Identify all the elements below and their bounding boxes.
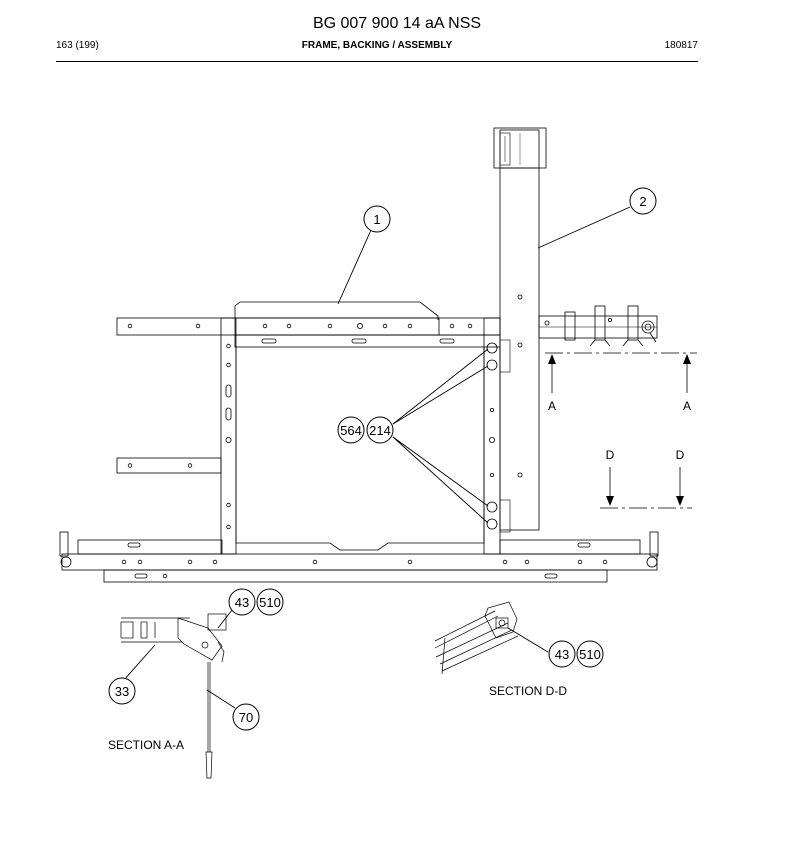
callout-2-label: 2 — [639, 194, 646, 209]
callout-510-b — [576, 640, 604, 668]
callout-1 — [363, 205, 391, 233]
callout-43-a-label: 43 — [235, 595, 249, 610]
right-extension-arm — [538, 305, 658, 347]
middle-bracket — [116, 457, 222, 474]
callout-564-label: 564 — [340, 423, 362, 438]
section-aa-label: SECTION A-A — [108, 738, 184, 752]
header-divider — [56, 61, 698, 62]
section-dd-label: SECTION D-D — [489, 684, 567, 698]
page-indicator: 163 (199) — [56, 40, 99, 51]
bottom-rail — [59, 531, 659, 583]
callout-43-b — [548, 640, 576, 668]
callout-43-b-label: 43 — [555, 647, 569, 662]
top-plate-outline — [234, 301, 439, 320]
callout-510-a — [256, 588, 284, 616]
section-d-left-label: D — [606, 448, 615, 462]
callout-2 — [629, 187, 657, 215]
section-a-left-label: A — [548, 399, 556, 413]
inner-panel — [235, 347, 485, 551]
callout-510-a-label: 510 — [259, 595, 281, 610]
leader-lines — [123, 206, 631, 709]
right-upright — [483, 317, 511, 555]
callout-510-b-label: 510 — [579, 647, 601, 662]
callout-1-label: 1 — [373, 212, 380, 227]
section-aa-detail — [120, 613, 227, 779]
callout-564 — [337, 416, 365, 444]
callout-70-label: 70 — [239, 710, 253, 725]
section-title: FRAME, BACKING / ASSEMBLY — [301, 40, 453, 51]
section-d-markers — [600, 467, 692, 509]
callout-214 — [366, 416, 394, 444]
section-d-right-label: D — [676, 448, 685, 462]
backing-plate — [493, 127, 547, 531]
section-a-right-label: A — [683, 399, 691, 413]
document-number: BG 007 900 14 aA NSS — [312, 15, 482, 32]
callout-33 — [108, 677, 136, 705]
section-a-markers — [545, 352, 697, 393]
date-code: 180817 — [664, 40, 698, 51]
callout-70 — [232, 703, 260, 731]
section-dd-detail — [434, 601, 519, 675]
top-rail — [116, 317, 501, 348]
callout-43-a — [228, 588, 256, 616]
left-upright — [220, 317, 237, 555]
callout-214-label: 214 — [369, 423, 391, 438]
header-row: 163 (199) FRAME, BACKING / ASSEMBLY 1808… — [56, 40, 698, 56]
callout-33-label: 33 — [115, 684, 129, 699]
